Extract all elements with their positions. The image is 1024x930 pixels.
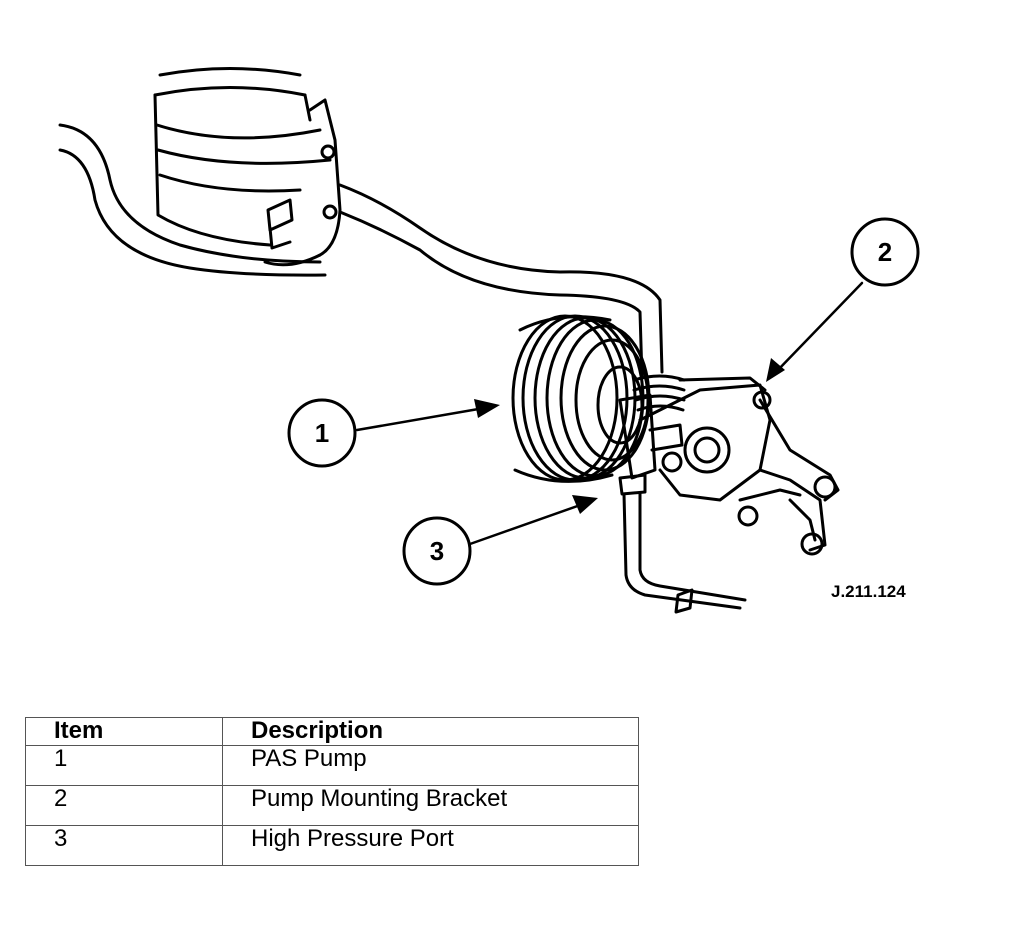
- legend-item-number: 3: [25, 825, 223, 866]
- callout-2: 2: [850, 217, 920, 287]
- callout-3-number: 3: [430, 536, 444, 566]
- reservoir: [153, 67, 342, 267]
- table-row: 2 Pump Mounting Bracket: [25, 785, 639, 826]
- arrowhead-2: [766, 358, 785, 382]
- arrowhead-3: [572, 495, 598, 514]
- legend-item-description: PAS Pump: [222, 745, 639, 786]
- leader-lines: [355, 281, 864, 546]
- table-row: 3 High Pressure Port: [25, 825, 639, 866]
- callout-1-number: 1: [315, 418, 329, 448]
- arrowhead-1: [474, 399, 500, 418]
- legend-item-description: High Pressure Port: [222, 825, 639, 866]
- legend-table: Item Description 1 PAS Pump 2 Pump Mount…: [25, 717, 639, 866]
- legend-item-description: Pump Mounting Bracket: [222, 785, 639, 826]
- callout-1: 1: [287, 398, 357, 468]
- pas-pump-diagram: 1 2 3 J.211.124: [58, 67, 920, 614]
- callout-2-number: 2: [878, 237, 892, 267]
- callout-3: 3: [402, 516, 472, 586]
- pump-body: [618, 376, 772, 502]
- legend-header-row: Item Description: [25, 717, 639, 746]
- legend-item-number: 1: [25, 745, 223, 786]
- table-row: 1 PAS Pump: [25, 745, 639, 786]
- legend-header-item: Item: [25, 717, 223, 746]
- legend-header-description: Description: [222, 717, 639, 746]
- feed-hoses: [58, 123, 327, 277]
- figure-reference: J.211.124: [831, 582, 906, 601]
- pump-pulley: [511, 314, 651, 483]
- mounting-bracket: [737, 398, 840, 556]
- pressure-line: [622, 492, 747, 614]
- legend-item-number: 2: [25, 785, 223, 826]
